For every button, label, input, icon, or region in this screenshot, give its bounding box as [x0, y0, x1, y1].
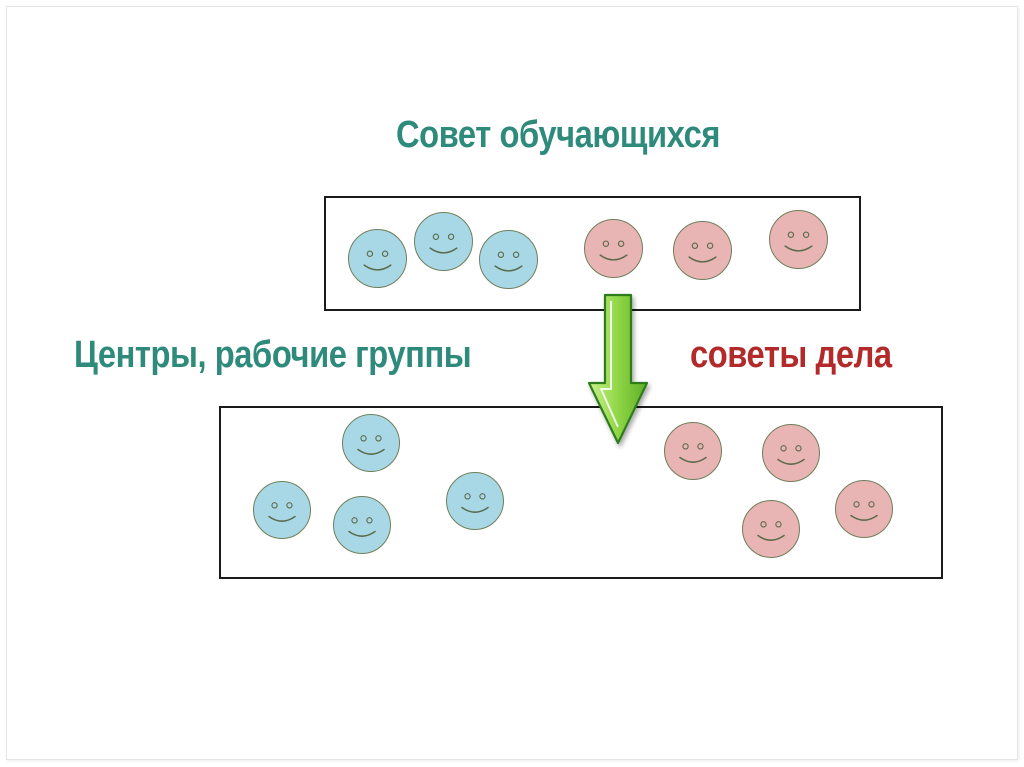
- groups-box: [219, 406, 943, 579]
- slide-title: Совет обучающихся: [396, 114, 720, 156]
- arrow-down-icon: [587, 293, 649, 445]
- smiley-face-icon: [673, 221, 732, 280]
- smiley-face-icon: [342, 414, 400, 472]
- smiley-face-icon: [479, 230, 538, 289]
- slide-frame: [6, 6, 1018, 760]
- smiley-face-icon: [253, 481, 311, 539]
- smiley-face-icon: [769, 210, 828, 269]
- smiley-face-icon: [414, 212, 473, 271]
- label-councils-of-affairs: советы дела: [690, 334, 892, 376]
- label-centers-groups: Центры, рабочие группы: [74, 334, 472, 376]
- smiley-face-icon: [584, 219, 643, 278]
- smiley-face-icon: [742, 500, 800, 558]
- smiley-face-icon: [664, 422, 722, 480]
- smiley-face-icon: [835, 480, 893, 538]
- smiley-face-icon: [333, 496, 391, 554]
- smiley-face-icon: [762, 424, 820, 482]
- smiley-face-icon: [446, 472, 504, 530]
- smiley-face-icon: [348, 229, 407, 288]
